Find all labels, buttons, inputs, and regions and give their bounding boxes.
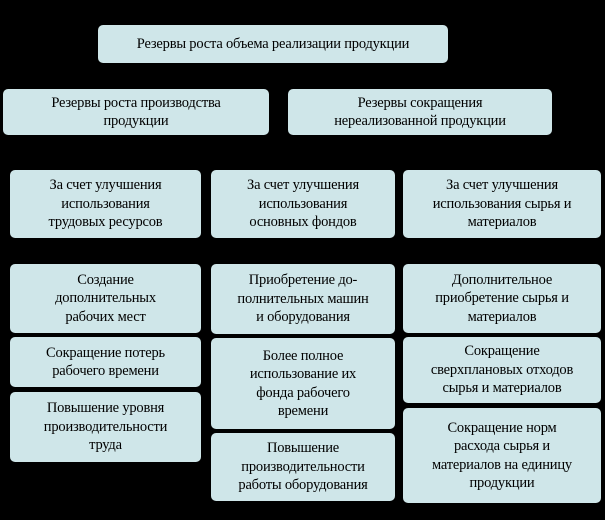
- root-node: Резервы роста объема реализации продукци…: [98, 25, 448, 63]
- branch-production-growth: Резервы роста производства продукции: [3, 89, 269, 135]
- branch-unsold-reduction: Резервы сокращения нереализованной проду…: [288, 89, 552, 135]
- factor-fixed-assets: За счет улучшения использования основных…: [211, 170, 395, 238]
- factor-raw-materials: За счет улучшения использования сырья и …: [403, 170, 601, 238]
- measure-labor-productivity: Повышение уровня производительности труд…: [10, 392, 201, 462]
- measure-buy-equipment: Приобретение до- полнительных машин и об…: [211, 264, 395, 334]
- factor-labor-resources: За счет улучшения использования трудовых…: [10, 170, 201, 238]
- measure-reduce-time-loss: Сокращение потерь рабочего времени: [10, 337, 201, 387]
- measure-reduce-waste: Сокращение сверхплановых отходов сырья и…: [403, 337, 601, 403]
- measure-new-workplaces: Создание дополнительных рабочих мест: [10, 264, 201, 333]
- measure-equipment-productivity: Повышение производительности работы обор…: [211, 433, 395, 501]
- measure-buy-materials: Дополнительное приобретение сырья и мате…: [403, 264, 601, 333]
- measure-equipment-time-use: Более полное использование их фонда рабо…: [211, 338, 395, 429]
- measure-reduce-consumption-norms: Сокращение норм расхода сырья и материал…: [403, 408, 601, 503]
